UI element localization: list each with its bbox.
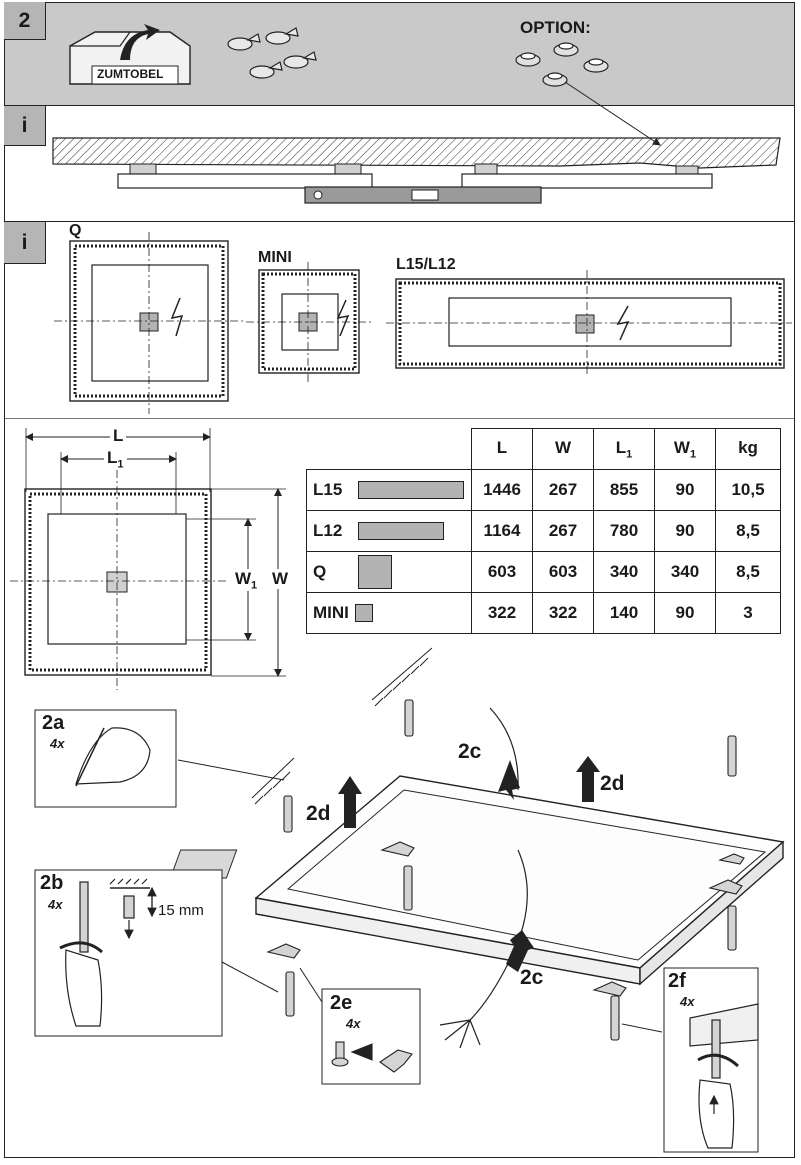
dimension-drawing [10, 428, 286, 690]
variant-mini-drawing [246, 262, 372, 384]
variant-mini-label: MINI [258, 249, 292, 266]
step-2f-label: 2f [668, 970, 686, 992]
detail-box-2e [321, 988, 421, 1085]
hand-marking-icon [75, 727, 151, 785]
variant-l15-l12-label: L15/L12 [396, 256, 456, 273]
lift-arrows [338, 756, 600, 972]
variant-l15-l12-drawing [386, 270, 792, 376]
table-row: L12 1164 267 780 90 8,5 [306, 510, 781, 552]
row-name-cell: L12 [306, 510, 472, 552]
step-2c-top-label: 2c [458, 740, 482, 763]
row-name-cell: L15 [306, 469, 472, 511]
table-header-cell: W [532, 428, 594, 470]
step-number-tag: 2 [4, 2, 46, 40]
screws-and-clips [266, 699, 745, 1041]
detail-box-2f [663, 967, 759, 1153]
variant-q-label: Q [69, 222, 82, 239]
package-box-icon [69, 24, 191, 85]
ceiling-cross-section [52, 137, 781, 189]
dim-l1-label: L1 [104, 448, 127, 471]
table-corner-empty [307, 429, 472, 470]
dimensions-table: L W L1 W1 kg L15 1446 267 855 90 10,5 L1… [306, 428, 781, 634]
step-2b-dimension: 15 mm [158, 902, 204, 919]
table-header-cell: kg [715, 428, 781, 470]
size-swatch [358, 522, 445, 540]
option-pointer-line [564, 81, 661, 146]
step-2d-right-label: 2d [600, 772, 625, 795]
brand-label: ZUMTOBEL [97, 67, 164, 81]
step-2d-left-label: 2d [306, 802, 331, 825]
table-cell: 1446 [471, 469, 533, 511]
table-header-cell: L1 [593, 428, 655, 470]
step-2f-qty: 4x [680, 994, 695, 1009]
optional-spacer-icons [515, 42, 609, 87]
dim-l-label: L [110, 426, 127, 446]
table-header-cell: W1 [654, 428, 716, 470]
table-cell: 322 [471, 592, 533, 634]
table-cell: 267 [532, 469, 594, 511]
table-cell: 8,5 [715, 551, 781, 593]
size-swatch [354, 604, 373, 622]
screw-into-clip-icon [331, 1041, 413, 1073]
table-cell: 340 [593, 551, 655, 593]
wing-clip-icons [227, 27, 317, 79]
variant-q-drawing [54, 232, 246, 414]
table-cell: 90 [654, 510, 716, 552]
table-cell: 340 [654, 551, 716, 593]
callout-lines [177, 759, 663, 1033]
step-2c-bottom-label: 2c [520, 966, 544, 989]
table-row: MINI 322 322 140 90 3 [306, 592, 781, 634]
table-header-row: L W L1 W1 kg [307, 428, 781, 470]
table-cell: 10,5 [715, 469, 781, 511]
dim-w-label: W [270, 569, 291, 589]
table-cell: 3 [715, 592, 781, 634]
table-cell: 267 [532, 510, 594, 552]
table-cell: 780 [593, 510, 655, 552]
step-2a-label: 2a [42, 712, 65, 734]
clip-tighten-hand-icon [689, 1003, 759, 1149]
row-name-cell: MINI [306, 592, 472, 634]
page-frame [4, 2, 795, 1158]
table-cell: 90 [654, 469, 716, 511]
pencil-icon [75, 727, 105, 787]
size-swatch [358, 481, 465, 499]
table-cell: 855 [593, 469, 655, 511]
step-2b-qty: 4x [48, 897, 63, 912]
table-row: L15 1446 267 855 90 10,5 [306, 469, 781, 511]
option-label: OPTION: [520, 18, 591, 37]
table-cell: 1164 [471, 510, 533, 552]
step-2a-qty: 4x [50, 736, 65, 751]
table-cell: 140 [593, 592, 655, 634]
table-cell: 90 [654, 592, 716, 634]
drill-hand-icon [59, 878, 157, 1027]
step-2e-label: 2e [330, 992, 353, 1014]
table-header-cell: L [471, 428, 533, 470]
info-section-mounting [4, 106, 795, 222]
row-name-cell: Q [306, 551, 472, 593]
spirit-level-icon [304, 186, 542, 204]
info-tag-2: i [4, 222, 46, 264]
info-tag-1: i [4, 106, 46, 146]
table-cell: 603 [471, 551, 533, 593]
step-2e-qty: 4x [346, 1016, 361, 1031]
detail-box-2a [34, 709, 177, 808]
table-cell: 322 [532, 592, 594, 634]
size-swatch [358, 555, 393, 589]
info-section-variants [4, 222, 795, 419]
table-row: Q 603 603 340 340 8,5 [306, 551, 781, 593]
luminaire-perspective [169, 775, 785, 986]
table-cell: 8,5 [715, 510, 781, 552]
dim-w1-label: W1 [233, 569, 260, 592]
step-2b-label: 2b [40, 872, 64, 894]
table-cell: 603 [532, 551, 594, 593]
